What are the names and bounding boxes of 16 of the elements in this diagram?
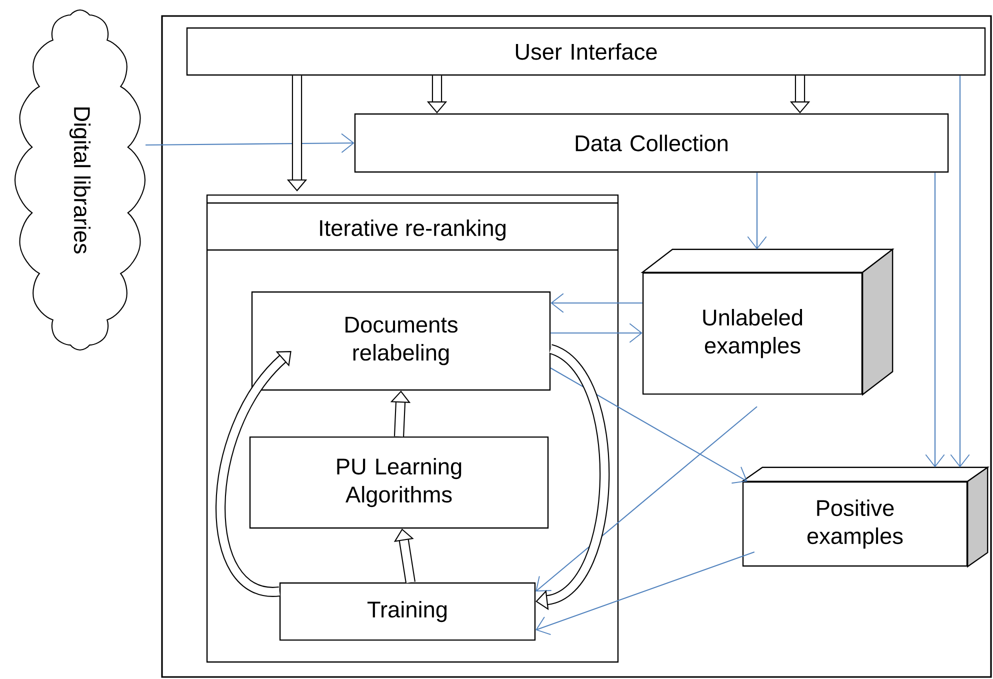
arrow [550, 323, 642, 343]
process-box: Documents relabeling [251, 291, 551, 391]
process-box: Training [279, 582, 536, 641]
arrow [550, 368, 748, 484]
block-arrow [394, 528, 416, 584]
arrow [550, 293, 642, 313]
block-arrow [536, 344, 610, 610]
process-box: Data Collection [354, 113, 949, 173]
arrow [536, 406, 758, 592]
arrow [950, 76, 970, 468]
block-arrow [216, 351, 292, 597]
arrow [536, 552, 755, 635]
process-box: User Interface [186, 27, 986, 76]
process-box: PU Learning Algorithms [249, 436, 549, 529]
arrow [747, 172, 767, 250]
arrow [925, 172, 945, 468]
